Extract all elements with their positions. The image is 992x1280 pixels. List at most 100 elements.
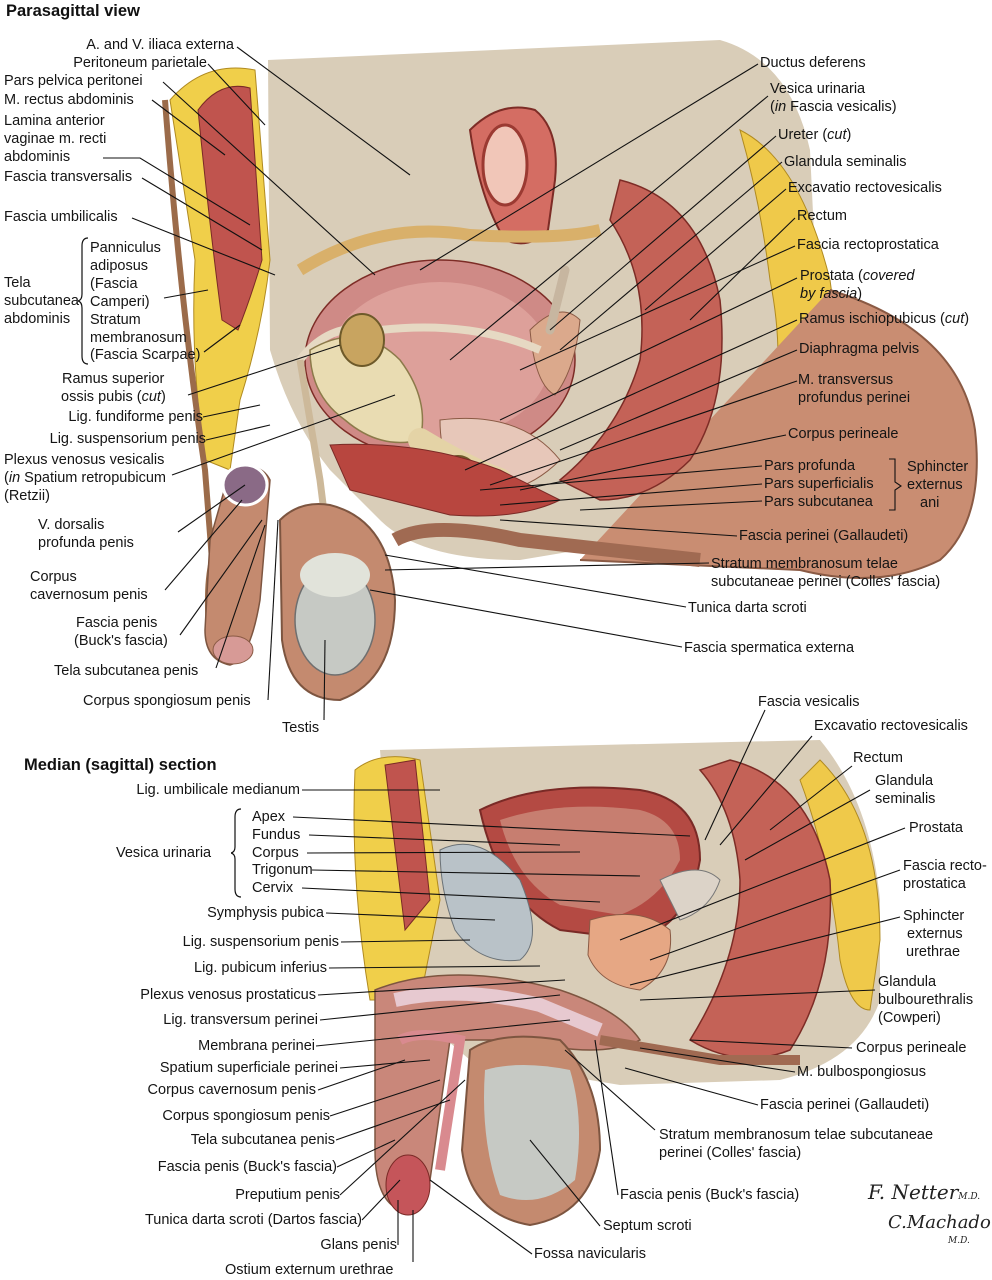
label-ureter: Ureter (cut)	[778, 127, 852, 143]
median-corpus-cavernosum	[393, 986, 603, 1037]
signature-netter: F. NetterM.D.	[868, 1180, 981, 1204]
label-cervix: Cervix	[252, 880, 294, 896]
label-bulbourethralis-3: (Cowperi)	[878, 1010, 941, 1026]
label-rectum-2: Rectum	[853, 750, 903, 766]
label-corpus-spongiosum: Corpus spongiosum penis	[83, 693, 251, 709]
median-prostate	[587, 913, 672, 991]
label-lig-fundiforme: Lig. fundiforme penis	[68, 409, 203, 425]
label-prostata: Prostata	[909, 820, 963, 836]
label-glandula-seminalis-2: seminalis	[875, 791, 936, 807]
label-tunica-dartos: Tunica darta scroti (Dartos fascia)	[144, 1212, 362, 1228]
peritoneum-sheet	[296, 224, 602, 276]
label-glandula-seminalis: Glandula seminalis	[784, 154, 907, 170]
signature-machado-suffix: M.D.	[948, 1236, 970, 1246]
label-dorsalis-2: profunda penis	[38, 535, 134, 551]
label-vesica-urinaria: Vesica urinaria	[116, 845, 212, 861]
label-prostata-2: by fascia)	[800, 286, 863, 302]
label-plexus-2: (in Spatium retropubicum	[4, 470, 167, 486]
label-lig-suspensorium-penis: Lig. suspensorium penis	[182, 934, 339, 950]
label-vesica-1: Vesica urinaria	[770, 81, 866, 97]
median-corpus-spongiosum	[397, 1030, 466, 1171]
label-pars-subcutanea: Pars subcutanea	[764, 494, 873, 510]
label-cavernosum-2: cavernosum penis	[30, 587, 148, 603]
label-buck-2: (Buck's fascia)	[74, 633, 168, 649]
label-tunica-darta: Tunica darta scroti	[688, 600, 807, 616]
label-ramus-ischiopubicus: Ramus ischiopubicus (cut)	[799, 311, 970, 327]
label-plexus-3: (Retzii)	[4, 488, 50, 504]
skin-right-contour	[579, 289, 978, 579]
leader-lines	[103, 46, 906, 1262]
label-fascia-recto-1: Fascia recto-	[903, 858, 987, 874]
label-lamina-3: abdominis	[4, 149, 71, 165]
label-tela-subcutanea-penis: Tela subcutanea penis	[54, 663, 199, 679]
label-fascia-penis-buck-2: Fascia penis (Buck's fascia)	[620, 1187, 800, 1203]
label-bulbospongiosus: M. bulbospongiosus	[797, 1064, 926, 1080]
label-testis: Testis	[282, 720, 320, 736]
label-plexus-1: Plexus venosus vesicalis	[4, 452, 165, 468]
label-excavatio-rectovesicalis-2: Excavatio rectovesicalis	[814, 718, 968, 734]
label-sphincter-urethrae-3: urethrae	[906, 944, 961, 960]
label-ductus-deferens: Ductus deferens	[760, 55, 866, 71]
label-fascia-recto-2: prostatica	[903, 876, 966, 892]
median-section-illustration	[353, 740, 881, 1227]
label-fascia-penis-buck: Fascia penis (Buck's fascia)	[157, 1159, 337, 1175]
sigmoid-lumen	[481, 123, 529, 207]
label-panniculus-4: Camperi)	[90, 294, 150, 310]
label-peritoneum-parietale: Peritoneum parietale	[73, 55, 207, 71]
label-tela-subcutanea-penis-2: Tela subcutanea penis	[190, 1132, 335, 1148]
label-bulbourethralis-2: bulbourethralis	[878, 992, 974, 1008]
label-excavatio-rectovesicalis: Excavatio rectovesicalis	[788, 180, 942, 196]
brace-tela-subcutanea	[78, 237, 89, 365]
median-glans	[385, 1154, 431, 1216]
label-glans-penis: Glans penis	[320, 1237, 397, 1253]
label-lig-umbilicale: Lig. umbilicale medianum	[136, 782, 300, 798]
label-lig-transversum: Lig. transversum perinei	[163, 1012, 318, 1028]
label-rectus-abdominis: M. rectus abdominis	[4, 92, 134, 108]
label-preputium-penis: Preputium penis	[235, 1187, 340, 1203]
label-sphincter-ani-3: ani	[920, 495, 940, 511]
label-stratum-colles-1: Stratum membranosum telae	[711, 556, 898, 572]
label-stratum-colles-2: subcutaneae perinei (Colles' fascia)	[711, 574, 941, 590]
pubis-cut-surface	[339, 313, 385, 367]
label-corpus-perineale-2: Corpus perineale	[856, 1040, 967, 1056]
label-trigonum: Trigonum	[252, 862, 313, 878]
label-spatium-superficiale: Spatium superficiale perinei	[159, 1060, 338, 1076]
label-corpus-cavernosum-penis: Corpus cavernosum penis	[147, 1082, 316, 1098]
label-corpus-spongiosum-penis: Corpus spongiosum penis	[162, 1108, 330, 1124]
label-sphincter-urethrae-2: externus	[907, 926, 963, 942]
label-sphincter-ani-2: externus	[907, 477, 963, 493]
label-stratum-1: Stratum	[90, 312, 141, 328]
label-fascia-perinei: Fascia perinei (Gallaudeti)	[739, 528, 909, 544]
label-tela-1: Tela	[4, 275, 31, 291]
label-bulbourethralis-1: Glandula	[878, 974, 937, 990]
glans-shape	[212, 635, 254, 665]
label-rectum: Rectum	[797, 208, 847, 224]
heading-median-section: Median (sagittal) section	[24, 756, 217, 774]
perineal-muscles	[329, 443, 562, 517]
label-fundus: Fundus	[252, 827, 301, 843]
label-apex: Apex	[252, 809, 286, 825]
label-fascia-umbilicalis: Fascia umbilicalis	[4, 209, 118, 225]
label-transversus-2: profundus perinei	[798, 390, 911, 406]
parasagittal-illustration	[162, 40, 978, 702]
label-stratum-2: membranosum	[90, 330, 187, 346]
label-glandula-seminalis-1: Glandula	[875, 773, 934, 789]
label-fascia-perinei-2: Fascia perinei (Gallaudeti)	[760, 1097, 930, 1113]
median-scrotal-interior	[484, 1065, 579, 1200]
label-transversus-1: M. transversus	[798, 372, 894, 388]
label-septum-scroti: Septum scroti	[603, 1218, 692, 1234]
label-membrana-perinei: Membrana perinei	[198, 1038, 315, 1054]
median-rectus	[384, 759, 431, 932]
label-panniculus-1: Panniculus	[90, 240, 161, 256]
heading-parasagittal: Parasagittal view	[6, 2, 140, 20]
label-fascia-spermatica: Fascia spermatica externa	[684, 640, 855, 656]
label-panniculus-2: adiposus	[90, 258, 149, 274]
label-symphysis-pubica: Symphysis pubica	[207, 905, 324, 921]
signature-machado: C.Machado	[888, 1212, 991, 1233]
label-ostium-externum: Ostium externum urethrae	[225, 1262, 394, 1278]
label-lig-suspensorium: Lig. suspensorium penis	[49, 431, 206, 447]
perineal-skin	[391, 523, 701, 567]
label-fossa-navicularis: Fossa navicularis	[534, 1246, 647, 1262]
